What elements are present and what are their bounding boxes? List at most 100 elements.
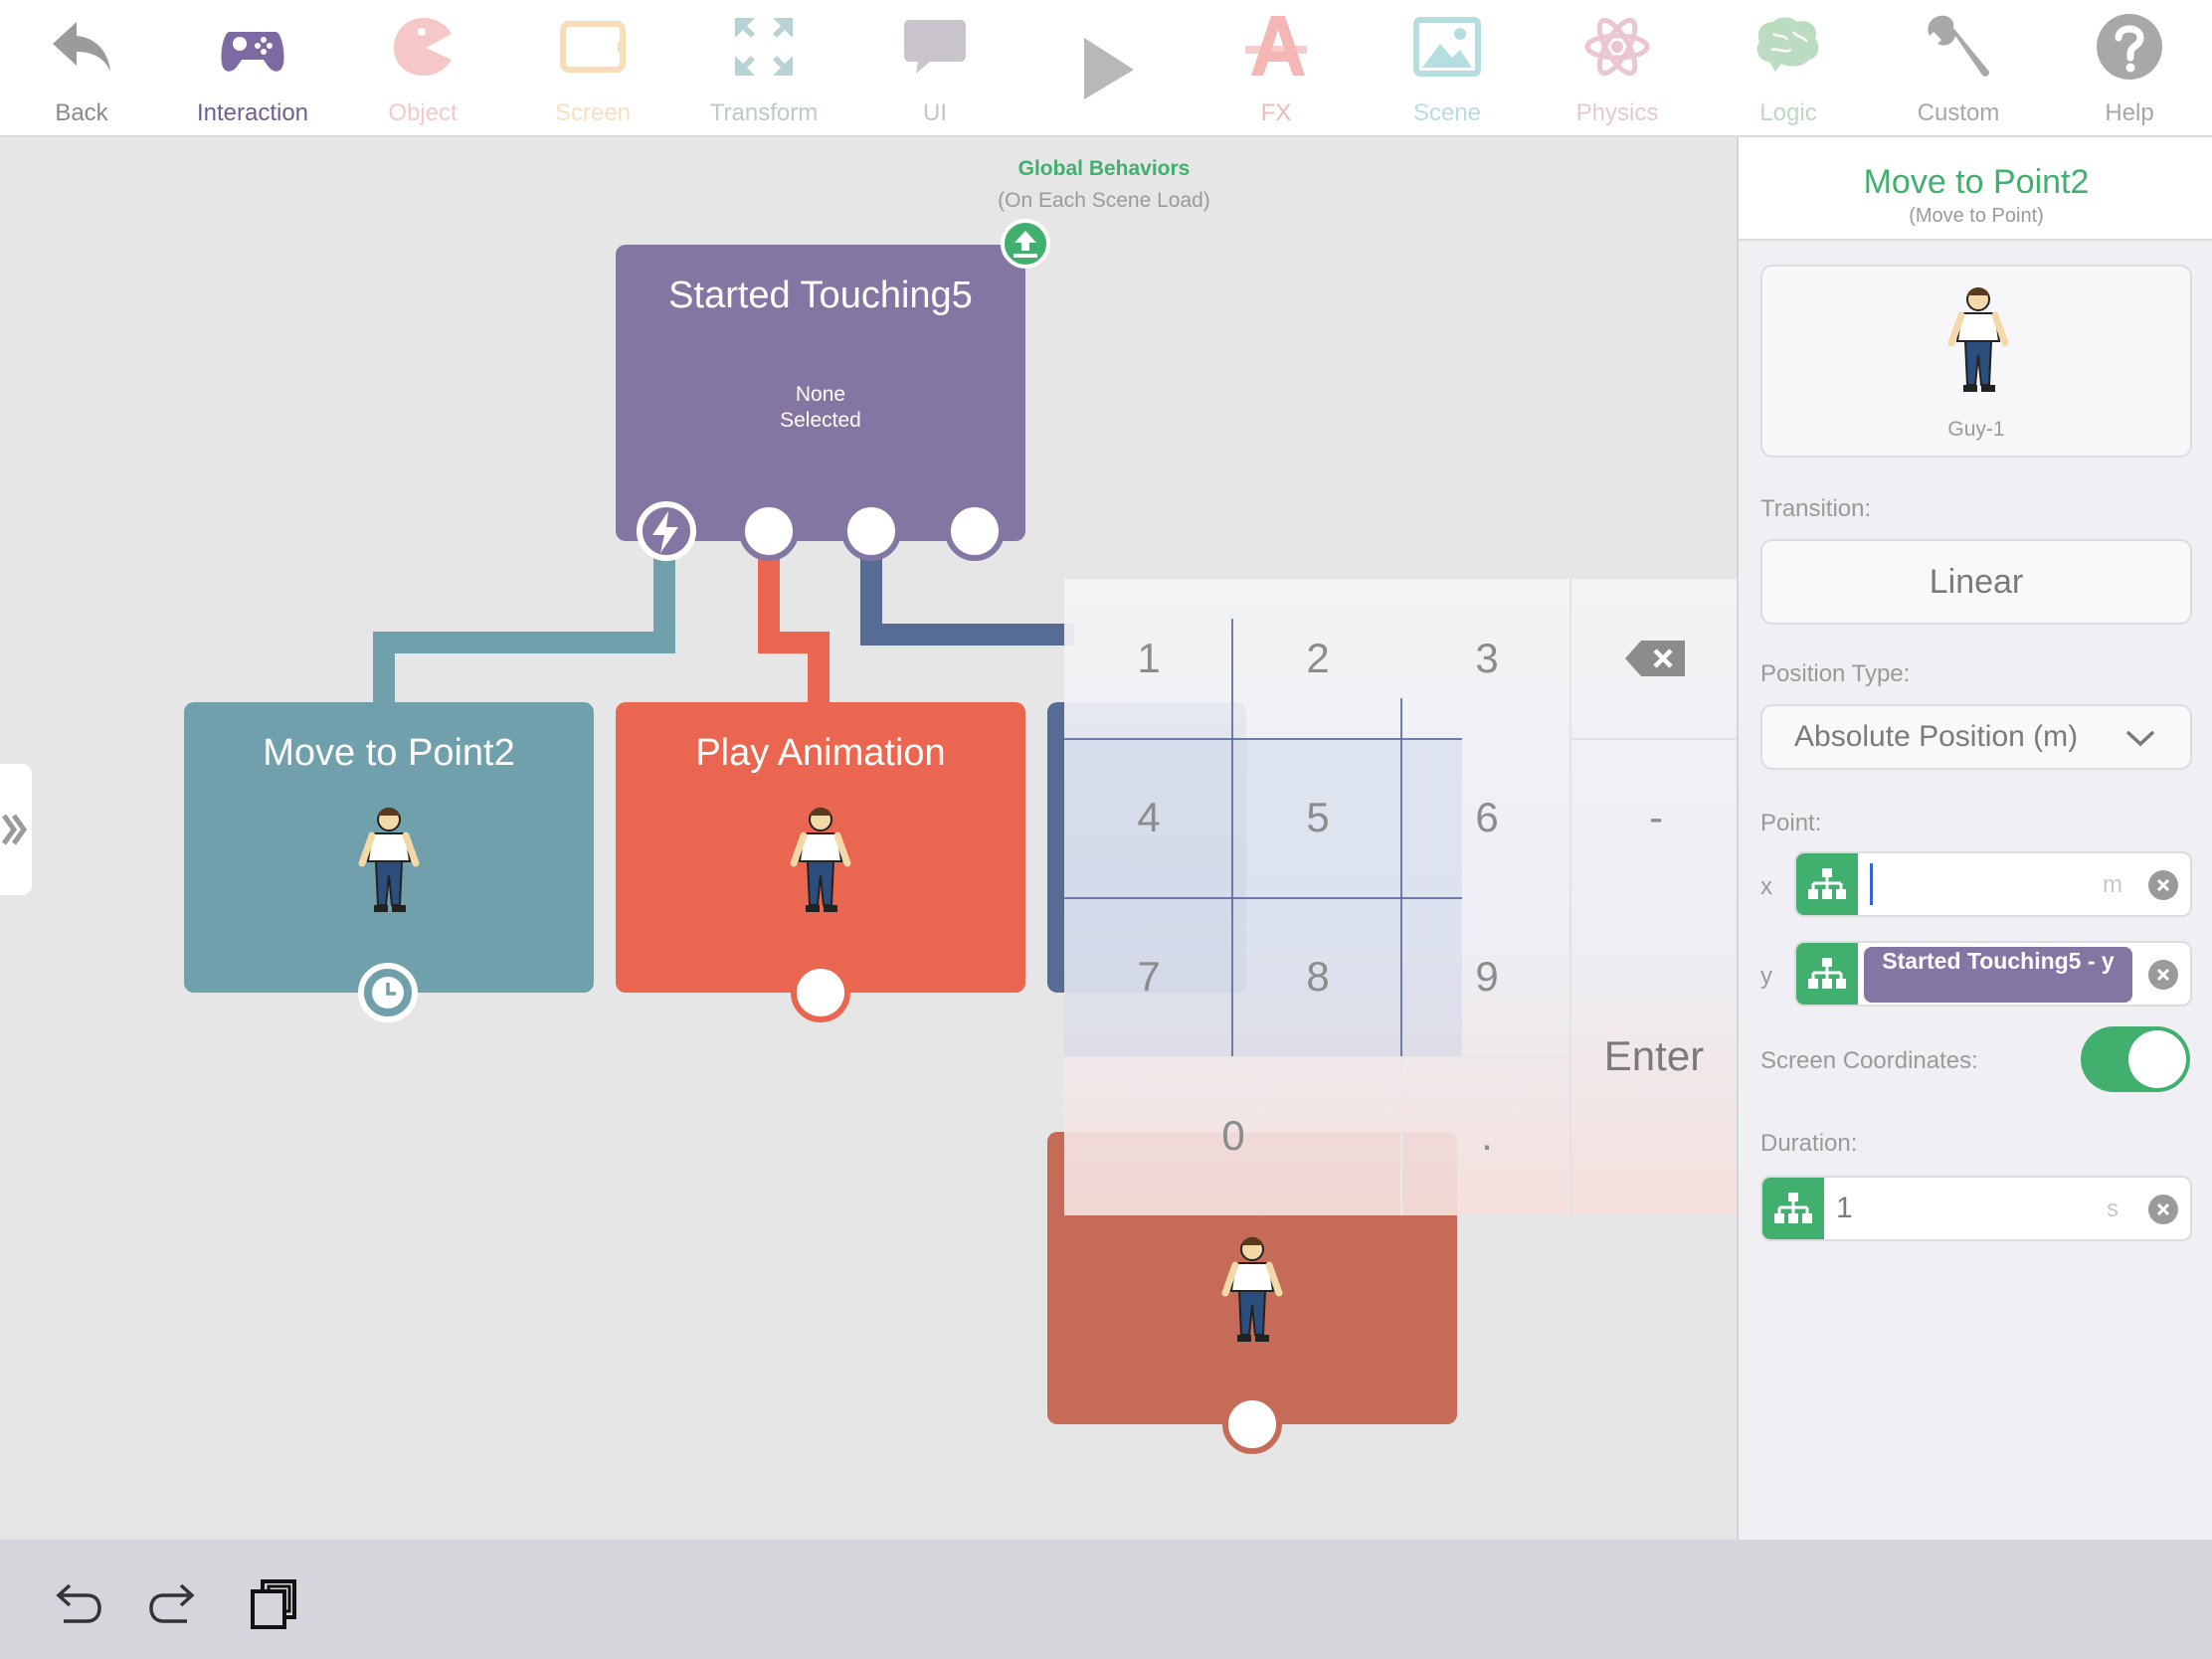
top-toolbar: Back Interaction Object Screen (0, 0, 2212, 137)
point-x-unit: m (2103, 871, 2122, 898)
tablet-screen-icon (560, 21, 626, 73)
toolbar-fx-label: FX (1260, 99, 1292, 126)
duration-label: Duration: (1760, 1130, 1858, 1157)
hierarchy-icon (1808, 868, 1846, 899)
gamepad-icon (221, 32, 284, 72)
object-name-label: Guy-1 (1947, 418, 2005, 441)
key-5[interactable]: 5 (1306, 794, 1330, 840)
side-drawer-handle[interactable] (0, 764, 32, 895)
duplicate-icon (251, 1579, 296, 1629)
global-behaviors-title: Global Behaviors (1017, 157, 1191, 180)
clear-icon (2156, 878, 2170, 892)
key-4[interactable]: 4 (1137, 794, 1161, 840)
duration-variable-button[interactable] (1762, 1178, 1824, 1239)
screen-coordinates-toggle[interactable] (2081, 1026, 2190, 1092)
key-1[interactable]: 1 (1137, 635, 1161, 681)
speech-bubble-icon (904, 20, 966, 74)
transition-selector[interactable]: Linear (1760, 539, 2192, 625)
trigger-output-port-lightning[interactable] (637, 501, 696, 561)
trigger-output-port-3[interactable] (841, 501, 901, 561)
key-enter[interactable]: Enter (1603, 1032, 1705, 1079)
undo-button[interactable] (48, 1575, 103, 1631)
trigger-output-port-2[interactable] (739, 501, 799, 561)
duration-unit: s (2107, 1196, 2119, 1222)
point-y-axis-label: y (1760, 963, 1772, 990)
key-2[interactable]: 2 (1306, 635, 1330, 681)
toolbar-ui-button[interactable]: UI (860, 0, 1010, 135)
toolbar-custom-label: Custom (1917, 99, 2000, 126)
toggle-knob (2128, 1030, 2186, 1088)
toolbar-screen-button[interactable]: Screen (518, 0, 667, 135)
lightning-icon (652, 511, 678, 553)
toolbar-play-button[interactable] (1030, 0, 1180, 135)
toolbar-scene-button[interactable]: Scene (1373, 0, 1522, 135)
point-x-clear-button[interactable] (2148, 870, 2178, 900)
global-upload-badge[interactable] (1001, 219, 1050, 269)
toolbar-physics-label: Physics (1575, 99, 1659, 126)
move-output-port-clock[interactable] (358, 963, 418, 1022)
redo-button[interactable] (147, 1575, 203, 1631)
toolbar-custom-button[interactable]: Custom (1884, 0, 2033, 135)
key-decimal[interactable]: . (1481, 1112, 1493, 1159)
key-8[interactable]: 8 (1306, 953, 1330, 1000)
key-minus[interactable]: - (1649, 794, 1663, 840)
point-y-variable-button[interactable] (1796, 943, 1858, 1005)
hierarchy-icon (1808, 958, 1846, 989)
undo-icon (56, 1583, 101, 1623)
hierarchy-icon (1774, 1193, 1812, 1223)
text-cursor (1870, 863, 1873, 905)
duration-clear-button[interactable] (2148, 1195, 2178, 1224)
toolbar-fx-button[interactable]: FX (1201, 0, 1351, 135)
pacman-icon (394, 18, 452, 76)
play-icon (1084, 38, 1134, 99)
key-6[interactable]: 6 (1475, 794, 1499, 840)
panel-header: Move to Point2 (Move to Point) (1739, 137, 2212, 241)
move-to-point-node[interactable]: Move to Point2 (184, 702, 594, 993)
key-7[interactable]: 7 (1137, 953, 1161, 1000)
move-to-point-title: Move to Point2 (263, 732, 515, 774)
question-icon (2097, 14, 2162, 80)
redo-icon (149, 1583, 195, 1623)
play-animation-title: Play Animation (695, 732, 946, 774)
toolbar-object-button[interactable]: Object (348, 0, 497, 135)
point-x-variable-button[interactable] (1796, 853, 1858, 915)
toolbar-physics-button[interactable]: Physics (1543, 0, 1692, 135)
wrench-icon (1928, 15, 1989, 77)
point-y-clear-button[interactable] (2148, 960, 2178, 990)
toolbar-transform-button[interactable]: Transform (689, 0, 838, 135)
clear-icon (2156, 1202, 2170, 1216)
play-output-port[interactable] (791, 963, 850, 1022)
expand-arrows-icon (735, 18, 793, 76)
upload-icon (1014, 231, 1037, 258)
key-3[interactable]: 3 (1475, 635, 1499, 681)
position-type-dropdown[interactable]: Absolute Position (m) (1760, 704, 2192, 770)
key-0[interactable]: 0 (1221, 1112, 1245, 1159)
duplicate-button[interactable] (249, 1575, 304, 1631)
double-chevron-right-icon (1, 814, 28, 845)
toolbar-interaction-button[interactable]: Interaction (178, 0, 327, 135)
point-label: Point: (1760, 810, 1822, 836)
toolbar-back-button[interactable]: Back (7, 0, 156, 135)
lower-node-output-port[interactable] (1222, 1394, 1282, 1454)
trigger-output-port-4[interactable] (945, 501, 1005, 561)
duration-field[interactable]: 1 s (1760, 1176, 2192, 1241)
key-9[interactable]: 9 (1475, 953, 1499, 1000)
toolbar-logic-button[interactable]: Logic (1714, 0, 1863, 135)
point-x-field[interactable]: m (1794, 851, 2192, 917)
started-touching-title: Started Touching5 (668, 275, 973, 316)
toolbar-scene-label: Scene (1412, 99, 1482, 126)
toolbar-help-button[interactable]: Help (2055, 0, 2204, 135)
point-x-axis-label: x (1760, 873, 1772, 900)
point-y-field[interactable]: m Started Touching5 - y (1794, 941, 2192, 1007)
guy-sprite-icon (1947, 287, 2009, 392)
screen-coordinates-label: Screen Coordinates: (1760, 1047, 1978, 1074)
toolbar-object-label: Object (388, 99, 458, 126)
play-animation-node[interactable]: Play Animation (616, 702, 1025, 993)
guy-sprite-icon (358, 808, 420, 912)
started-touching-node[interactable]: Started Touching5 None Selected (616, 245, 1025, 541)
behavior-properties-panel: Move to Point2 (Move to Point) Guy-1 Tra… (1737, 137, 2212, 1540)
point-y-variable-token[interactable]: Started Touching5 - y (1864, 947, 2132, 1003)
guy-sprite-icon (790, 808, 851, 912)
key-backspace[interactable] (1571, 579, 1741, 738)
target-object-selector[interactable]: Guy-1 (1760, 265, 2192, 458)
